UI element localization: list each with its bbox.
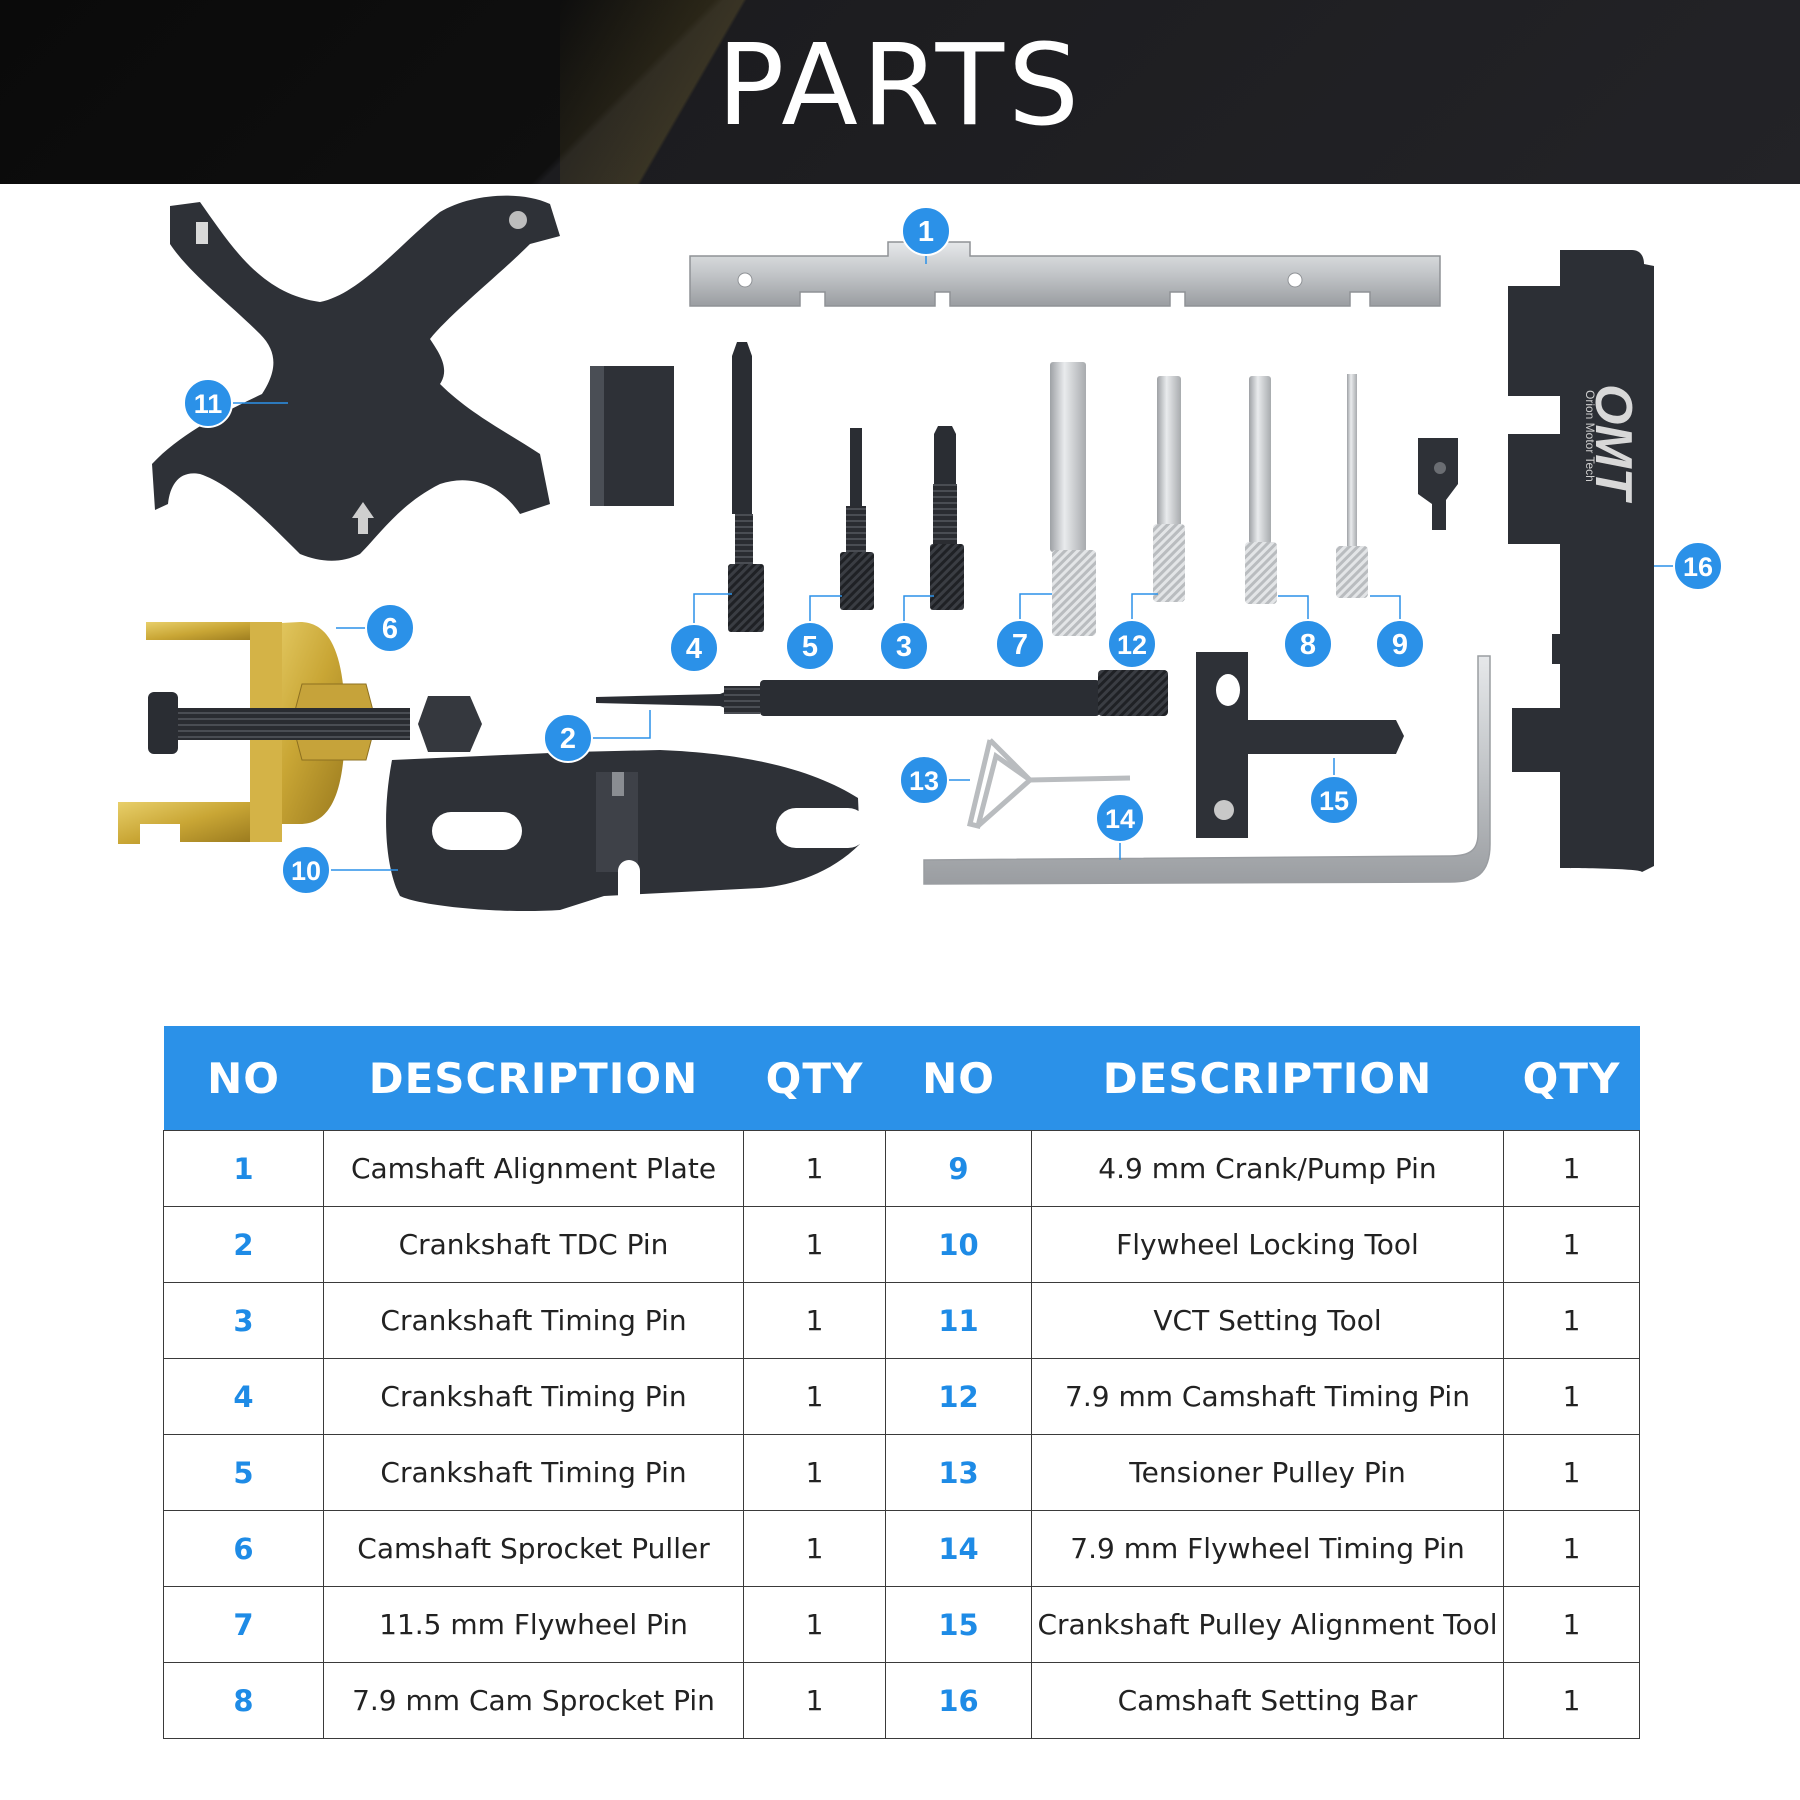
part-number-cell: 8 [163, 1662, 324, 1739]
parts-illustration: OMT Orion Motor Tech [118, 195, 1676, 912]
tool-crankshaft-timing-pin-5 [840, 428, 874, 610]
part-number-cell: 15 [885, 1586, 1032, 1663]
part-description-cell: Tensioner Pulley Pin [1031, 1434, 1504, 1511]
tool-camshaft-alignment-plate [689, 241, 1441, 307]
part-description-cell: Crankshaft TDC Pin [323, 1206, 744, 1283]
part-description-cell: Crankshaft Timing Pin [323, 1282, 744, 1359]
part-qty-cell: 1 [1503, 1586, 1640, 1663]
tool-vct-setting-tool [152, 195, 560, 561]
brand-tagline-text: Orion Motor Tech [1583, 390, 1597, 482]
tool-camshaft-setting-bar: OMT Orion Motor Tech [1508, 250, 1654, 872]
part-qty-cell: 1 [743, 1282, 886, 1359]
part-number-cell: 5 [163, 1434, 324, 1511]
table-header-row: NO DESCRIPTION QTY NO DESCRIPTION QTY [163, 1026, 1640, 1131]
part-number-cell: 2 [163, 1206, 324, 1283]
header-qty-left: QTY [743, 1026, 886, 1131]
header-accent-stripe [560, 0, 820, 184]
part-number-cell: 14 [885, 1510, 1032, 1587]
brand-logo-text: OMT [1584, 384, 1642, 504]
part-description-cell: Camshaft Sprocket Puller [323, 1510, 744, 1587]
part-qty-cell: 1 [743, 1510, 886, 1587]
part-description-cell: 7.9 mm Flywheel Timing Pin [1031, 1510, 1504, 1587]
tool-camshaft-sprocket-puller [118, 622, 482, 844]
part-qty-cell: 1 [1503, 1434, 1640, 1511]
tool-crankshaft-pulley-alignment-tool [1196, 652, 1404, 838]
part-number-cell: 4 [163, 1358, 324, 1435]
part-description-cell: 7.9 mm Cam Sprocket Pin [323, 1662, 744, 1739]
part-number-cell: 13 [885, 1434, 1032, 1511]
part-qty-cell: 1 [1503, 1510, 1640, 1587]
header-no-right: NO [885, 1026, 1032, 1131]
tool-crankshaft-tdc-pin [596, 670, 1168, 716]
header-description-left: DESCRIPTION [323, 1026, 744, 1131]
tool-crank-pump-pin-9 [1336, 374, 1368, 598]
part-description-cell: 11.5 mm Flywheel Pin [323, 1586, 744, 1663]
part-description-cell: Camshaft Setting Bar [1031, 1662, 1504, 1739]
header-no-left: NO [163, 1026, 324, 1131]
part-number-cell: 6 [163, 1510, 324, 1587]
tool-cam-sprocket-pin-8 [1245, 376, 1277, 604]
part-qty-cell: 1 [743, 1586, 886, 1663]
part-number-cell: 9 [885, 1130, 1032, 1207]
part-description-cell: VCT Setting Tool [1031, 1282, 1504, 1359]
part-number-cell: 1 [163, 1130, 324, 1207]
part-qty-cell: 1 [743, 1130, 886, 1207]
part-qty-cell: 1 [743, 1206, 886, 1283]
tool-locking-block [590, 366, 674, 506]
part-qty-cell: 1 [1503, 1358, 1640, 1435]
page-title: PARTS [716, 21, 1084, 151]
part-qty-cell: 1 [1503, 1130, 1640, 1207]
part-qty-cell: 1 [1503, 1206, 1640, 1283]
tool-tensioner-pulley-pin [966, 738, 1131, 830]
part-qty-cell: 1 [1503, 1282, 1640, 1359]
part-number-cell: 11 [885, 1282, 1032, 1359]
part-number-cell: 7 [163, 1586, 324, 1663]
part-description-cell: 7.9 mm Camshaft Timing Pin [1031, 1358, 1504, 1435]
tool-crankshaft-timing-pin-3 [930, 426, 964, 610]
part-qty-cell: 1 [743, 1358, 886, 1435]
part-qty-cell: 1 [743, 1662, 886, 1739]
tool-crankshaft-timing-pin-4 [728, 342, 764, 632]
part-description-cell: 4.9 mm Crank/Pump Pin [1031, 1130, 1504, 1207]
part-qty-cell: 1 [743, 1434, 886, 1511]
part-number-cell: 16 [885, 1662, 1032, 1739]
part-description-cell: Flywheel Locking Tool [1031, 1206, 1504, 1283]
tool-flywheel-pin-11-5mm [1050, 362, 1096, 636]
tool-small-clip [1418, 438, 1458, 530]
part-description-cell: Crankshaft Timing Pin [323, 1358, 744, 1435]
part-qty-cell: 1 [1503, 1662, 1640, 1739]
part-number-cell: 3 [163, 1282, 324, 1359]
header-description-right: DESCRIPTION [1031, 1026, 1504, 1131]
part-description-cell: Camshaft Alignment Plate [323, 1130, 744, 1207]
tool-camshaft-timing-pin-12 [1153, 376, 1185, 602]
part-description-cell: Crankshaft Pulley Alignment Tool [1031, 1586, 1504, 1663]
part-description-cell: Crankshaft Timing Pin [323, 1434, 744, 1511]
tool-flywheel-timing-pin-l-key [923, 655, 1491, 885]
part-number-cell: 12 [885, 1358, 1032, 1435]
tool-flywheel-locking-tool [386, 750, 868, 912]
part-number-cell: 10 [885, 1206, 1032, 1283]
header-banner: PARTS [0, 0, 1800, 184]
header-qty-right: QTY [1503, 1026, 1640, 1131]
